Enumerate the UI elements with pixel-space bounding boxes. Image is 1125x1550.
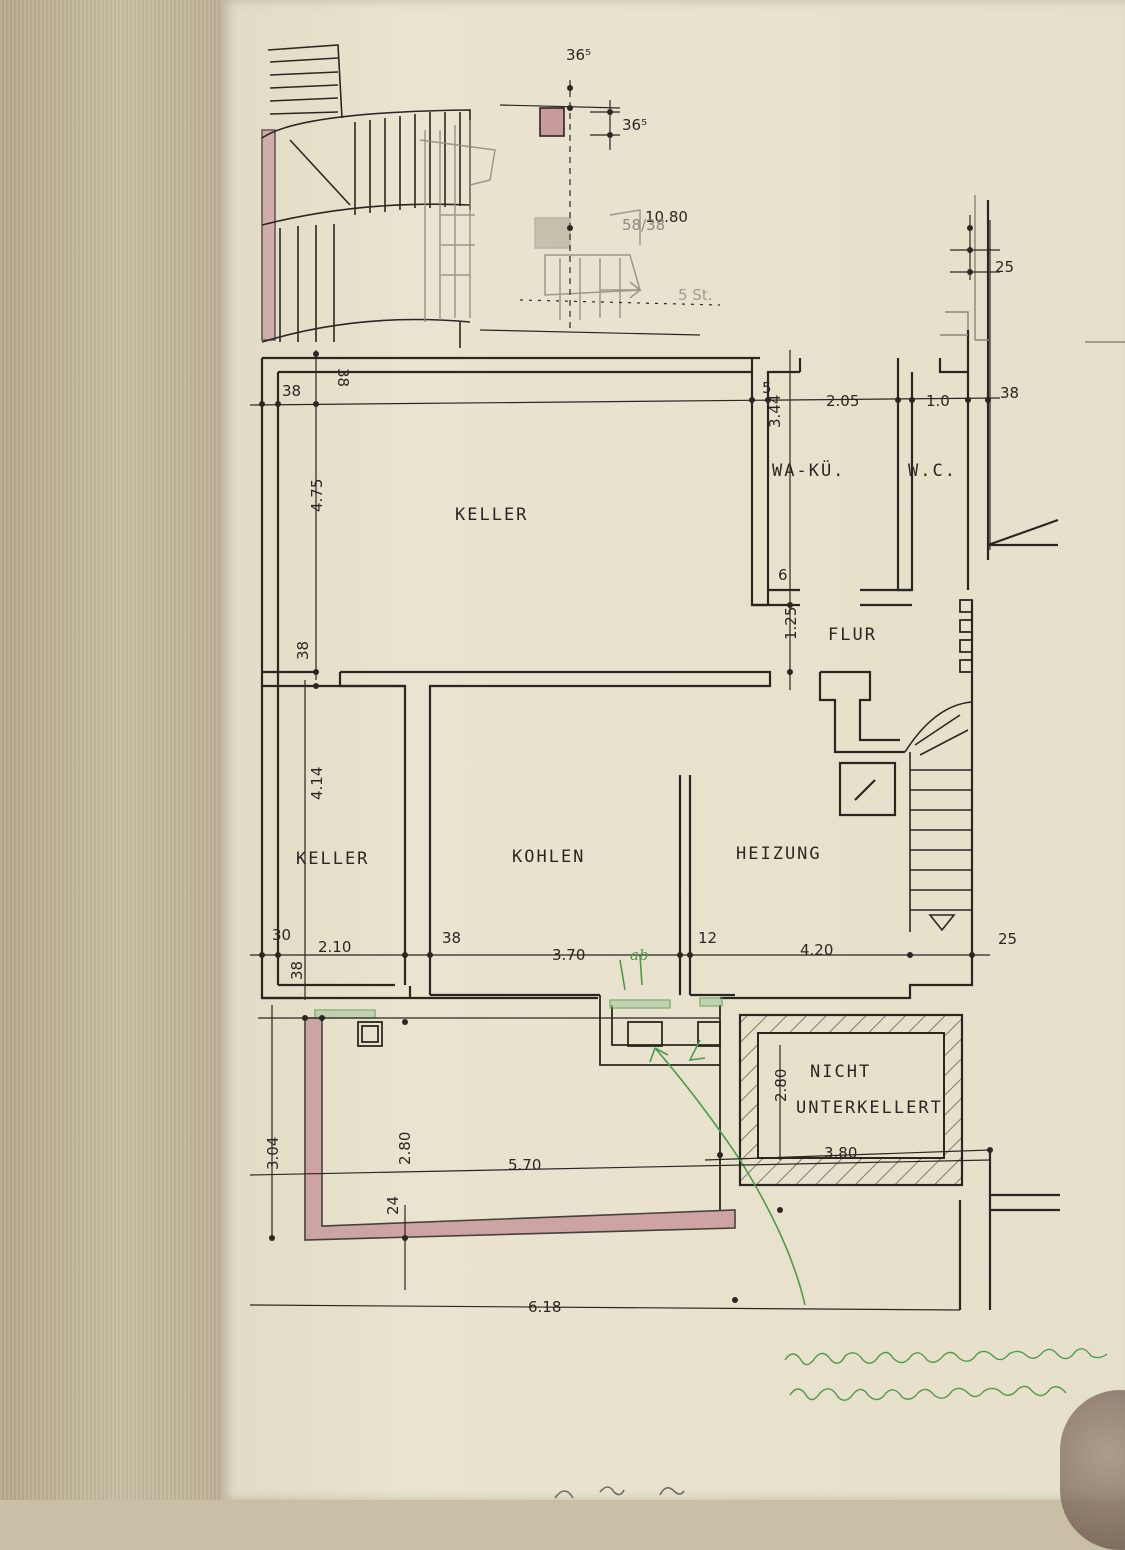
room-label-wa-kue: WA-KÜ.	[772, 459, 845, 481]
dim-3-80: 3.80	[824, 1144, 857, 1162]
dim-38-middle: 38	[294, 641, 312, 660]
outer-walls	[260, 200, 1060, 1310]
dimension-ticks	[259, 85, 993, 1303]
pencil-note-58-38: 58/38	[622, 216, 665, 234]
dim-5-70: 5.70	[508, 1156, 541, 1174]
dim-2-80-nicht: 2.80	[772, 1069, 790, 1102]
dim-38-top-left: 38	[282, 382, 301, 400]
dim-3-44: 3.44	[766, 395, 784, 428]
dim-4-75: 4.75	[308, 479, 326, 512]
dim-365-top: 36⁵	[566, 46, 591, 64]
dim-2-05: 2.05	[826, 392, 859, 410]
green-note-ab: ab	[630, 946, 649, 964]
room-label-kohlen: KOHLEN	[512, 847, 585, 867]
pencil-sketch	[419, 120, 643, 322]
dim-2-80-terrace: 2.80	[396, 1132, 414, 1165]
room-label-nicht: NICHT	[810, 1062, 871, 1082]
dim-5: 5	[762, 379, 772, 397]
room-label-wc: W.C.	[908, 461, 957, 481]
room-label-unterkellert: UNTERKELLERT	[796, 1098, 943, 1118]
dim-25-bottom: 25	[998, 930, 1017, 948]
interior-walls	[262, 358, 968, 998]
dim-24: 24	[384, 1196, 402, 1215]
dim-30: 30	[272, 926, 291, 944]
book-binding	[0, 0, 222, 1500]
floor-plan-drawing: KELLER WA-KÜ. W.C. FLUR KELLER KOHLEN HE…	[249, 44, 1125, 1499]
dim-1-25: 1.25	[782, 607, 800, 640]
pink-walls	[261, 107, 736, 1241]
dim-2-10: 2.10	[318, 938, 351, 956]
dim-10-80: 10.80	[645, 208, 688, 226]
dim-365-right: 36⁵	[622, 116, 647, 134]
dim-38-kohlen: 38	[442, 929, 461, 947]
dim-6: 6	[778, 566, 788, 584]
outline-right	[940, 195, 1125, 343]
room-label-keller-small: KELLER	[296, 849, 369, 869]
nicht-unterkellert-area	[738, 1013, 964, 1187]
dim-38-top-left-vertical: 38	[334, 368, 352, 387]
dim-3-04: 3.04	[264, 1137, 282, 1170]
dim-3-70: 3.70	[552, 946, 585, 964]
dim-38-top-right: 38	[1000, 384, 1019, 402]
dim-12: 12	[698, 929, 717, 947]
room-label-heizung: HEIZUNG	[736, 844, 822, 864]
pencil-note-steps: 5 St.	[678, 286, 712, 304]
dim-25-top: 25	[995, 258, 1014, 276]
flur-vents	[959, 599, 973, 673]
dim-1-0: 1.0	[926, 392, 950, 410]
stairs-upper	[261, 44, 471, 348]
dim-4-14: 4.14	[308, 767, 326, 800]
room-label-flur: FLUR	[828, 625, 877, 645]
room-label-keller-large: KELLER	[455, 505, 528, 525]
green-marks	[314, 954, 806, 1306]
light-shafts	[357, 995, 721, 1210]
dim-4-20: 4.20	[800, 941, 833, 959]
stairs-lower	[904, 701, 973, 932]
bottom-scribble	[554, 1486, 685, 1499]
dim-6-18: 6.18	[528, 1298, 561, 1316]
dim-38-bottom-left: 38	[288, 961, 306, 980]
green-handwriting	[784, 1348, 1108, 1401]
